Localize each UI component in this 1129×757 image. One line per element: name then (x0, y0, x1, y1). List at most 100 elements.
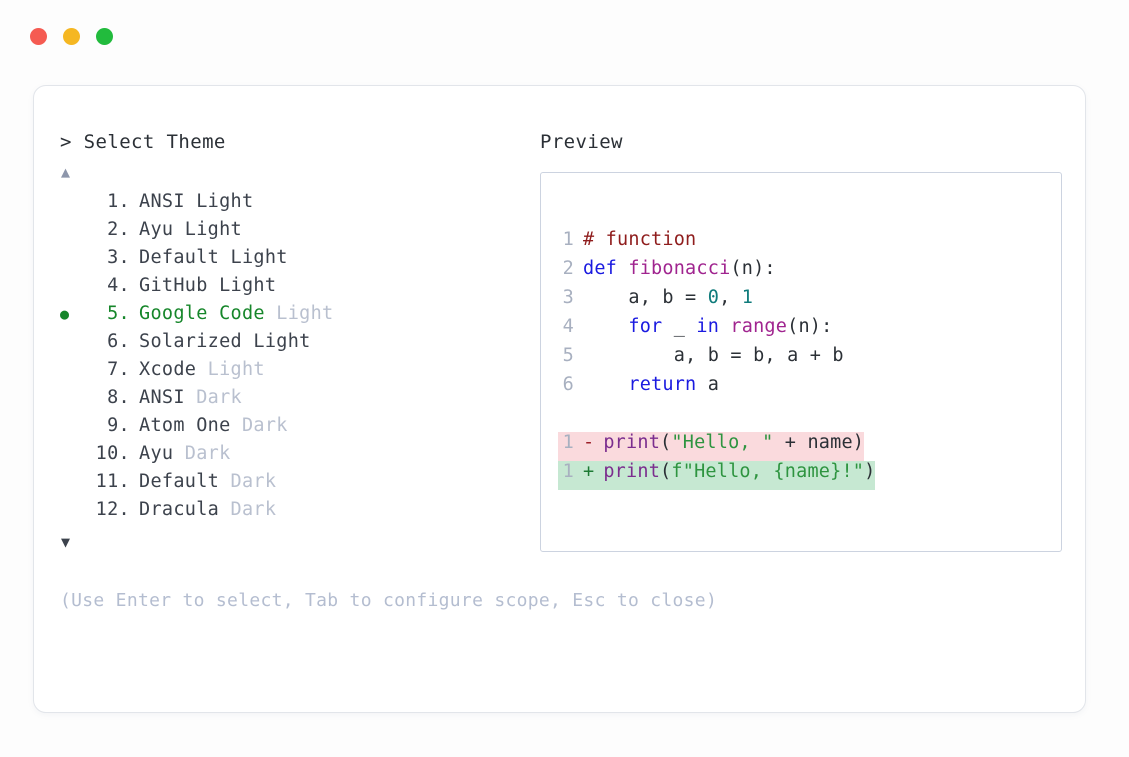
minimize-dot[interactable] (63, 28, 80, 45)
theme-item-variant: Light (184, 191, 254, 212)
code-line-number: 4 (562, 316, 574, 337)
code-token: + name) (773, 432, 865, 453)
code-token: return (628, 374, 697, 395)
code-token: a, b = b, a + b (583, 345, 844, 366)
code-token: # function (583, 229, 697, 250)
theme-list-item[interactable]: 7.Xcode Light (60, 356, 530, 384)
theme-item-name: Google Code (139, 303, 265, 324)
code-token (583, 374, 628, 395)
theme-item-variant: Dark (173, 443, 231, 464)
code-line-content: a, b = b, a + b (583, 345, 844, 366)
bullet-placeholder (60, 496, 88, 524)
diff-added-line: 1+print(f"Hello, {name}!") (558, 461, 876, 490)
diff-removed-line: 1-print("Hello, " + name) (558, 432, 865, 461)
theme-list[interactable]: 1. ANSI Light 2.Ayu Light 3. Default Light… (60, 188, 530, 524)
bullet-placeholder (60, 356, 88, 384)
code-token: "Hello, " (671, 432, 774, 453)
theme-item-index: 12. (95, 499, 130, 520)
theme-item-name: ANSI (139, 387, 185, 408)
code-token: def (583, 258, 629, 279)
code-line-content: return a (583, 374, 719, 395)
code-token: 1 (741, 287, 754, 308)
code-token: ( (660, 432, 672, 453)
bullet-placeholder (60, 244, 88, 272)
theme-list-item[interactable]: 11.Default Dark (60, 468, 530, 496)
theme-item-name: ANSI (139, 191, 185, 212)
theme-item-name: Default (139, 247, 220, 268)
code-token: 0 (707, 287, 720, 308)
code-token (583, 316, 628, 337)
bullet-placeholder (60, 272, 88, 300)
preview-label: Preview (540, 131, 623, 153)
bullet-placeholder (60, 440, 88, 468)
theme-list-item[interactable]: 1. ANSI Light (60, 188, 530, 216)
code-token: , (719, 287, 742, 308)
diff-minus-icon: - (583, 432, 595, 453)
scroll-up-icon[interactable]: ▲ (61, 163, 71, 181)
code-token: ) (864, 461, 876, 482)
diff-line-number: 1 (562, 432, 574, 453)
theme-item-variant: Dark (219, 471, 277, 492)
theme-item-index: 7. (107, 359, 130, 380)
maximize-dot[interactable] (96, 28, 113, 45)
theme-list-item[interactable]: 9.Atom One Dark (60, 412, 530, 440)
theme-item-variant: Dark (219, 499, 277, 520)
scroll-down-icon[interactable]: ▼ (61, 533, 71, 551)
theme-item-name: GitHub (139, 275, 208, 296)
theme-item-name: Xcode (139, 359, 197, 380)
theme-picker-card: > Select Theme ▲ 1.ANSI Light 2.Ayu Ligh… (33, 85, 1086, 713)
code-token: (n): (730, 258, 776, 279)
theme-item-variant: Light (173, 219, 242, 240)
code-line: 5 a, b = b, a + b (558, 345, 1053, 374)
code-line: 6 return a (558, 374, 1053, 403)
theme-item-index: 8. (107, 387, 130, 408)
theme-item-name: Ayu (139, 443, 174, 464)
code-token: in (696, 316, 720, 337)
theme-item-variant: Light (219, 247, 288, 268)
bullet-placeholder (60, 188, 88, 216)
theme-list-item[interactable]: 10.Ayu Dark (60, 440, 530, 468)
bullet-placeholder (60, 468, 88, 496)
code-token: print (603, 461, 661, 482)
code-token: (n): (787, 316, 833, 337)
code-line-number: 1 (562, 229, 574, 250)
bullet-placeholder (60, 384, 88, 412)
theme-item-name: Ayu (139, 219, 174, 240)
code-line: 3 a, b = 0, 1 (558, 287, 1053, 316)
theme-list-item[interactable]: 8.ANSI Dark (60, 384, 530, 412)
theme-list-item[interactable]: 2.Ayu Light (60, 216, 530, 244)
diff-line-content: print("Hello, " + name) (603, 432, 864, 453)
theme-item-variant: Dark (230, 415, 288, 436)
keyboard-hint: (Use Enter to select, Tab to configure s… (60, 590, 718, 611)
code-token: fibonacci (628, 258, 731, 279)
theme-list-item[interactable]: 12. Dracula Dark (60, 496, 530, 524)
theme-list-item[interactable]: 3. Default Light (60, 244, 530, 272)
theme-item-index: 1. (107, 191, 130, 212)
theme-list-item[interactable]: 6.Solarized Light (60, 328, 530, 356)
theme-item-name: Solarized (139, 331, 242, 352)
close-dot[interactable] (30, 28, 47, 45)
code-line-number: 3 (562, 287, 574, 308)
theme-item-name: Atom One (139, 415, 231, 436)
code-token: range (730, 316, 788, 337)
diff-line-number: 1 (562, 461, 574, 482)
theme-list-item[interactable]: ●5.Google Code Light (60, 300, 530, 328)
theme-item-name: Default (139, 471, 220, 492)
theme-select-column: > Select Theme ▲ 1.ANSI Light 2.Ayu Ligh… (60, 131, 718, 611)
code-line-number: 5 (562, 345, 574, 366)
code-line-content: def fibonacci(n): (583, 258, 776, 279)
theme-item-index: 3. (107, 247, 130, 268)
theme-item-index: 6. (107, 331, 130, 352)
theme-list-item[interactable]: 4.GitHub Light (60, 272, 530, 300)
theme-item-name: Dracula (139, 499, 220, 520)
diff-line-content: print(f"Hello, {name}!") (603, 461, 875, 482)
code-line: 1 # function (558, 229, 1053, 258)
code-token: a, b = (583, 287, 708, 308)
code-token: ( (660, 461, 672, 482)
bullet-placeholder (60, 412, 88, 440)
code-line-content: for _ in range(n): (583, 316, 832, 337)
